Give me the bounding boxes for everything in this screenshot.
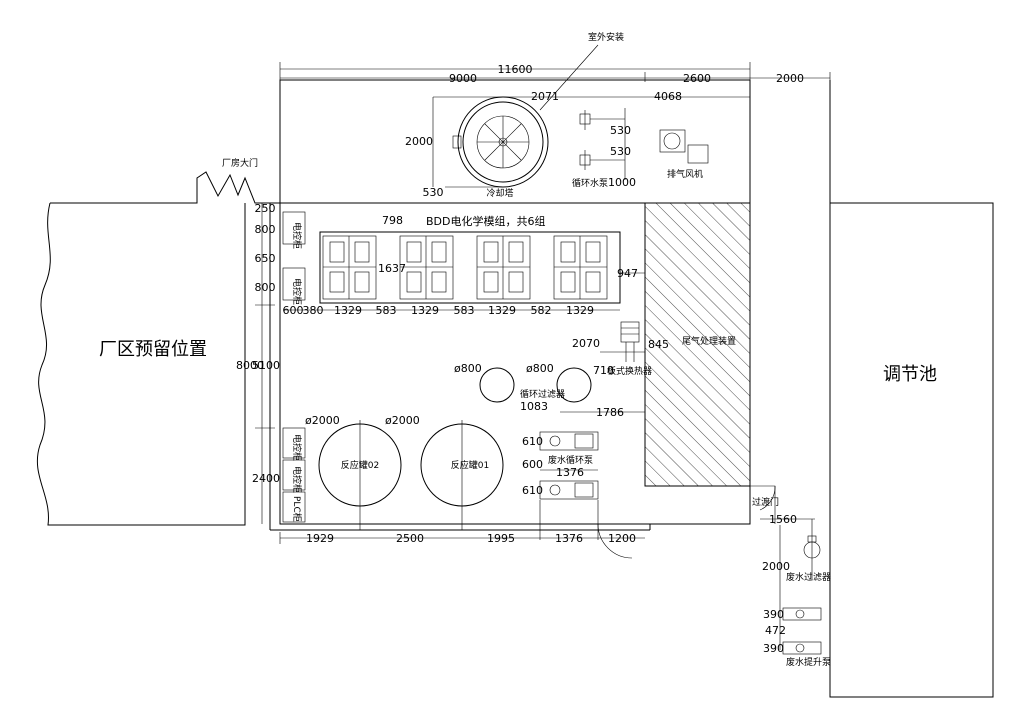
- reactor-tanks: ø2000 ø2000 反应罐02 反应罐01: [305, 414, 504, 530]
- dim-583a: 583: [376, 304, 397, 317]
- dim-8000: 8000: [236, 359, 264, 372]
- transition-door-label: 过渡门: [752, 496, 779, 508]
- dim-798: 798: [382, 214, 403, 227]
- dim-600b: 600: [522, 458, 543, 471]
- circ-pump-label: 循环水泵: [572, 177, 608, 189]
- transition-door: 过渡门: [750, 485, 779, 524]
- dim-390a: 390: [763, 608, 784, 621]
- left-cabinets: 电控柜 电控柜 电控柜 电控柜 PLC柜: [282, 211, 306, 523]
- dim-2400: 2400: [252, 472, 280, 485]
- waste-filter-label: 废水过滤器: [786, 571, 831, 583]
- dim-390b: 390: [763, 642, 784, 655]
- dim-1329d: 1329: [566, 304, 594, 317]
- dim-380: 380: [303, 304, 324, 317]
- gate-label: 厂房大门: [222, 157, 258, 169]
- dim-600: 600: [283, 304, 304, 317]
- elec-cab-4: 电控柜: [291, 466, 303, 493]
- bdd-modules: BDD电化学模组，共6组 798: [283, 214, 645, 317]
- cooling-tower-label: 冷却塔: [486, 187, 513, 199]
- dim-1637: 1637: [378, 262, 406, 275]
- dim-1929: 1929: [306, 532, 334, 545]
- dim-582: 582: [531, 304, 552, 317]
- dim-1329c: 1329: [488, 304, 516, 317]
- dim-583b: 583: [454, 304, 475, 317]
- dim-5100: 5100: [252, 359, 280, 372]
- top-dimensions: 11600 9000 2600 2000 2071 4068: [279, 62, 831, 103]
- elec-cab-2: 电控柜: [291, 278, 303, 305]
- dim-530-ct: 530: [423, 186, 444, 199]
- gas-device-label: 尾气处理装置: [682, 335, 736, 347]
- dim-610a: 610: [522, 435, 543, 448]
- dim-11600: 11600: [498, 63, 533, 76]
- dim-800a: 800: [255, 223, 276, 236]
- elec-cab-1: 电控柜: [291, 222, 303, 249]
- pool-label: 调节池: [883, 364, 937, 385]
- outdoor-label: 室外安装: [588, 31, 624, 43]
- dim-1000: 1000: [608, 176, 636, 189]
- dim-530-pump1: 530: [610, 124, 631, 137]
- gas-treatment-zone: 尾气处理装置: [644, 202, 751, 524]
- dim-1083: 1083: [520, 400, 548, 413]
- exhaust-fan-label: 排气风机: [667, 168, 703, 180]
- reactor01-label: 反应罐01: [451, 459, 489, 471]
- plate-heat-exchanger: 2070 845 710 板式换热器: [572, 321, 669, 377]
- dim-530-pump2: 530: [610, 145, 631, 158]
- bdd-label: BDD电化学模组，共6组: [426, 214, 546, 228]
- outside-equipment: 1560 废水过滤器 2000 390 472 390 废水提升泵: [760, 513, 831, 668]
- dim-1786: 1786: [596, 406, 624, 419]
- bottom-dimensions: 1929 2500 1995 1376 1200: [279, 523, 645, 559]
- dim-650: 650: [255, 252, 276, 265]
- reserved-area: 厂区预留位置: [36, 171, 280, 526]
- dim-2000-ct: 2000: [405, 135, 433, 148]
- phi2000-a: ø2000: [305, 414, 340, 427]
- dim-800b: 800: [255, 281, 276, 294]
- waste-lift-pump-label: 废水提升泵: [786, 656, 831, 668]
- dim-2600: 2600: [683, 72, 711, 85]
- dim-472: 472: [765, 624, 786, 637]
- adjustment-pool: 调节池: [829, 80, 994, 698]
- plate-hx-label: 板式换热器: [607, 365, 652, 377]
- waste-circ-pumps: 610 废水循环泵 600 1376 610: [522, 431, 599, 540]
- phi800-a: ø800: [454, 362, 482, 375]
- dim-2000-top: 2000: [776, 72, 804, 85]
- dim-1995: 1995: [487, 532, 515, 545]
- dim-1560: 1560: [769, 513, 797, 526]
- waste-circ-pump-label: 废水循环泵: [548, 454, 593, 466]
- dim-610b: 610: [522, 484, 543, 497]
- elec-cab-3: 电控柜: [291, 434, 303, 461]
- dim-1200: 1200: [608, 532, 636, 545]
- dim-710: 710: [593, 364, 614, 377]
- dim-845: 845: [648, 338, 669, 351]
- circ-filter-label: 循环过滤器: [520, 388, 565, 400]
- dim-2500: 2500: [396, 532, 424, 545]
- circulation-pumps: 530 530 1000 循环水泵: [572, 108, 636, 189]
- dim-1329a: 1329: [334, 304, 362, 317]
- circulation-filters: ø800 ø800 循环过滤器 1083 1786: [454, 362, 645, 419]
- dim-2071: 2071: [531, 90, 559, 103]
- dim-9000: 9000: [449, 72, 477, 85]
- dim-1329b: 1329: [411, 304, 439, 317]
- exhaust-fan: 排气风机: [659, 129, 709, 180]
- phi2000-b: ø2000: [385, 414, 420, 427]
- dim-947: 947: [617, 267, 638, 280]
- dim-2000-wf: 2000: [762, 560, 790, 573]
- plc-cabinet: PLC柜: [291, 496, 303, 522]
- reserved-label: 厂区预留位置: [99, 339, 207, 360]
- dim-1376a: 1376: [556, 466, 584, 479]
- left-dimensions: 250 800 650 800 8000 5100 2400: [236, 202, 280, 524]
- dim-1376b: 1376: [555, 532, 583, 545]
- dim-250: 250: [255, 202, 276, 215]
- dim-2070: 2070: [572, 337, 600, 350]
- phi800-b: ø800: [526, 362, 554, 375]
- cooling-tower: 2000 530 冷却塔 室外安装: [405, 31, 624, 199]
- dim-4068: 4068: [654, 90, 682, 103]
